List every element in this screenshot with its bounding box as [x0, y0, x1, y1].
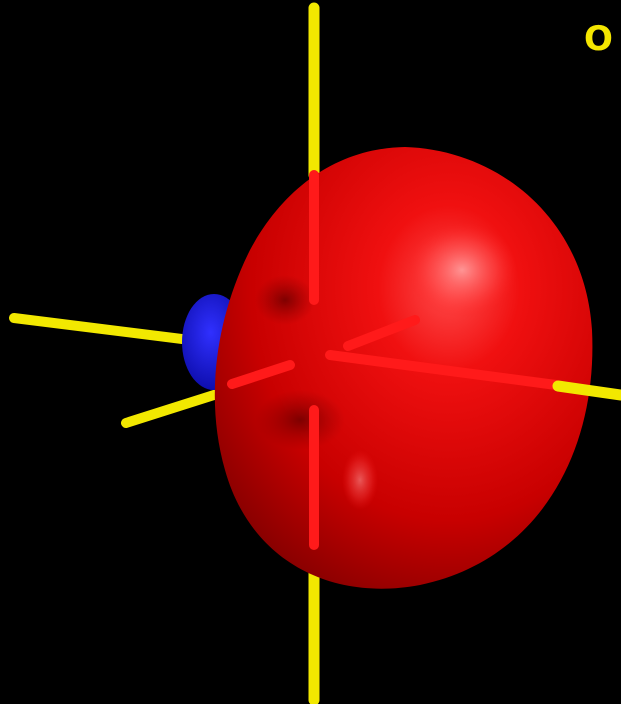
orbital-label: O: [584, 22, 613, 56]
red-lobe-shadow-upper: [255, 275, 315, 325]
red-lobe-lower-glint: [342, 450, 378, 510]
red-lobe-shadow: [255, 390, 345, 450]
red-lobe-highlight: [407, 222, 517, 318]
